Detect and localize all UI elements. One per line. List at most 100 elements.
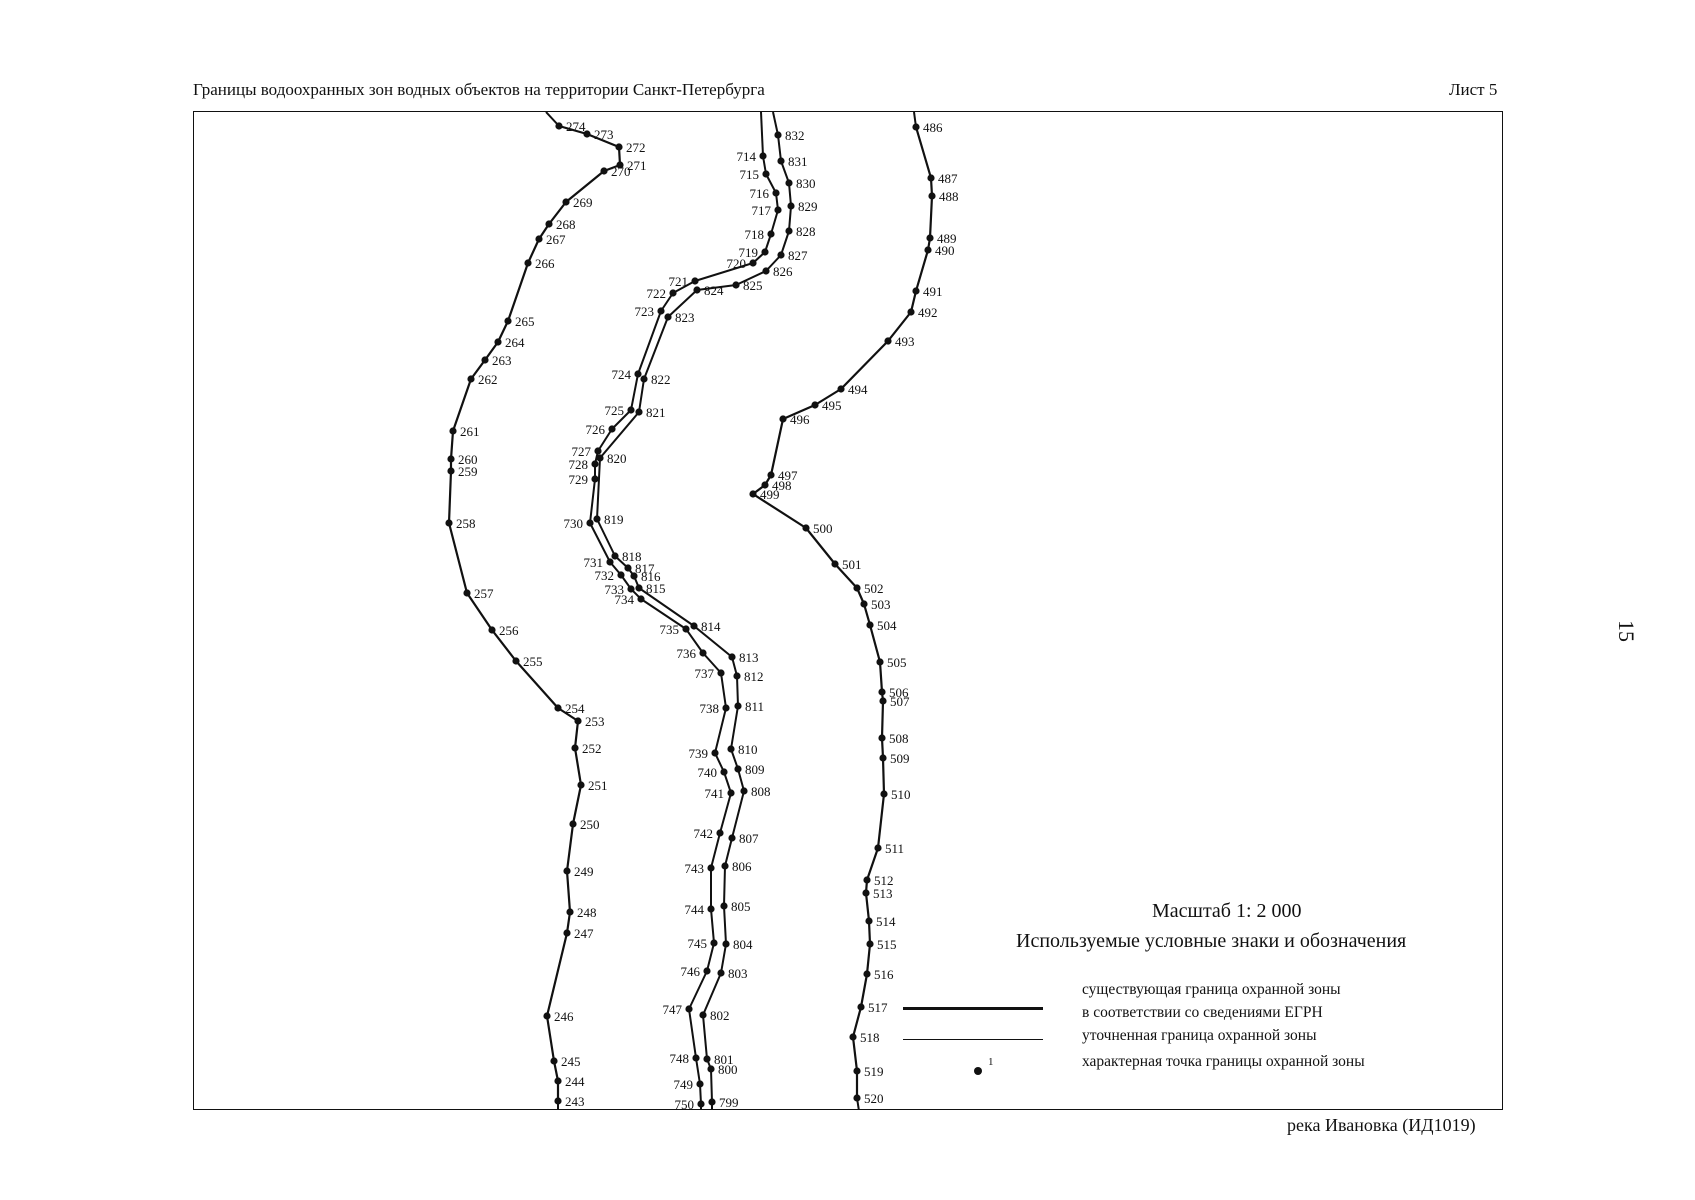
boundary-point-507[interactable]	[879, 697, 887, 705]
boundary-point-742[interactable]	[716, 829, 724, 837]
boundary-point-252[interactable]	[571, 744, 579, 752]
boundary-point-268[interactable]	[545, 220, 553, 228]
boundary-point-246[interactable]	[543, 1012, 551, 1020]
boundary-point-253[interactable]	[574, 717, 582, 725]
boundary-point-515[interactable]	[866, 940, 874, 948]
boundary-point-819[interactable]	[593, 515, 601, 523]
boundary-point-803[interactable]	[717, 969, 725, 977]
boundary-point-822[interactable]	[640, 375, 648, 383]
boundary-point-800[interactable]	[707, 1065, 715, 1073]
boundary-point-517[interactable]	[857, 1003, 865, 1011]
boundary-point-509[interactable]	[879, 754, 887, 762]
boundary-point-808[interactable]	[740, 787, 748, 795]
boundary-point-802[interactable]	[699, 1011, 707, 1019]
boundary-point-244[interactable]	[554, 1077, 562, 1085]
boundary-point-516[interactable]	[863, 970, 871, 978]
boundary-point-261[interactable]	[449, 427, 457, 435]
boundary-point-490[interactable]	[924, 246, 932, 254]
boundary-point-263[interactable]	[481, 356, 489, 364]
boundary-point-807[interactable]	[728, 834, 736, 842]
boundary-point-510[interactable]	[880, 790, 888, 798]
boundary-point-827[interactable]	[777, 251, 785, 259]
boundary-point-262[interactable]	[467, 375, 475, 383]
boundary-point-820[interactable]	[596, 454, 604, 462]
boundary-point-266[interactable]	[524, 259, 532, 267]
boundary-point-716[interactable]	[772, 189, 780, 197]
boundary-point-727[interactable]	[594, 447, 602, 455]
boundary-point-741[interactable]	[727, 789, 735, 797]
boundary-point-492[interactable]	[907, 308, 915, 316]
boundary-point-270[interactable]	[600, 167, 608, 175]
boundary-point-824[interactable]	[693, 286, 701, 294]
boundary-point-828[interactable]	[785, 227, 793, 235]
boundary-point-729[interactable]	[591, 475, 599, 483]
boundary-point-519[interactable]	[853, 1067, 861, 1075]
boundary-point-719[interactable]	[761, 248, 769, 256]
boundary-point-818[interactable]	[611, 552, 619, 560]
boundary-point-504[interactable]	[866, 621, 874, 629]
boundary-point-267[interactable]	[535, 235, 543, 243]
boundary-point-718[interactable]	[767, 230, 775, 238]
boundary-point-247[interactable]	[563, 929, 571, 937]
boundary-point-730[interactable]	[586, 519, 594, 527]
boundary-point-508[interactable]	[878, 734, 886, 742]
boundary-point-248[interactable]	[566, 908, 574, 916]
boundary-point-257[interactable]	[463, 589, 471, 597]
boundary-point-823[interactable]	[664, 313, 672, 321]
boundary-point-720[interactable]	[749, 259, 757, 267]
boundary-point-489[interactable]	[926, 234, 934, 242]
boundary-point-738[interactable]	[722, 704, 730, 712]
boundary-point-726[interactable]	[608, 425, 616, 433]
boundary-point-747[interactable]	[685, 1005, 693, 1013]
boundary-point-715[interactable]	[762, 170, 770, 178]
boundary-point-814[interactable]	[690, 622, 698, 630]
boundary-point-745[interactable]	[710, 939, 718, 947]
boundary-point-501[interactable]	[831, 560, 839, 568]
boundary-point-731[interactable]	[606, 558, 614, 566]
boundary-point-732[interactable]	[617, 571, 625, 579]
boundary-point-825[interactable]	[732, 281, 740, 289]
boundary-point-804[interactable]	[722, 940, 730, 948]
boundary-point-486[interactable]	[912, 123, 920, 131]
boundary-point-250[interactable]	[569, 820, 577, 828]
boundary-point-736[interactable]	[699, 649, 707, 657]
boundary-point-735[interactable]	[682, 625, 690, 633]
boundary-point-505[interactable]	[876, 658, 884, 666]
boundary-point-502[interactable]	[853, 584, 861, 592]
boundary-point-493[interactable]	[884, 337, 892, 345]
boundary-point-269[interactable]	[562, 198, 570, 206]
boundary-point-816[interactable]	[630, 572, 638, 580]
boundary-point-717[interactable]	[774, 206, 782, 214]
boundary-point-739[interactable]	[711, 749, 719, 757]
boundary-point-734[interactable]	[637, 595, 645, 603]
boundary-point-494[interactable]	[837, 385, 845, 393]
boundary-point-723[interactable]	[657, 307, 665, 315]
boundary-point-831[interactable]	[777, 157, 785, 165]
boundary-point-728[interactable]	[591, 460, 599, 468]
boundary-point-829[interactable]	[787, 202, 795, 210]
boundary-point-815[interactable]	[635, 584, 643, 592]
boundary-point-495[interactable]	[811, 401, 819, 409]
boundary-point-265[interactable]	[504, 317, 512, 325]
boundary-point-497[interactable]	[767, 471, 775, 479]
boundary-point-254[interactable]	[554, 704, 562, 712]
boundary-point-725[interactable]	[627, 406, 635, 414]
boundary-point-513[interactable]	[862, 889, 870, 897]
boundary-point-826[interactable]	[762, 267, 770, 275]
boundary-point-743[interactable]	[707, 864, 715, 872]
boundary-point-260[interactable]	[447, 455, 455, 463]
boundary-point-812[interactable]	[733, 672, 741, 680]
boundary-point-518[interactable]	[849, 1033, 857, 1041]
boundary-point-259[interactable]	[447, 467, 455, 475]
boundary-point-722[interactable]	[669, 289, 677, 297]
boundary-point-748[interactable]	[692, 1054, 700, 1062]
boundary-point-744[interactable]	[707, 905, 715, 913]
boundary-point-813[interactable]	[728, 653, 736, 661]
boundary-point-746[interactable]	[703, 967, 711, 975]
boundary-point-811[interactable]	[734, 702, 742, 710]
boundary-point-749[interactable]	[696, 1080, 704, 1088]
boundary-point-801[interactable]	[703, 1055, 711, 1063]
boundary-point-255[interactable]	[512, 657, 520, 665]
boundary-point-506[interactable]	[878, 688, 886, 696]
boundary-point-272[interactable]	[615, 143, 623, 151]
